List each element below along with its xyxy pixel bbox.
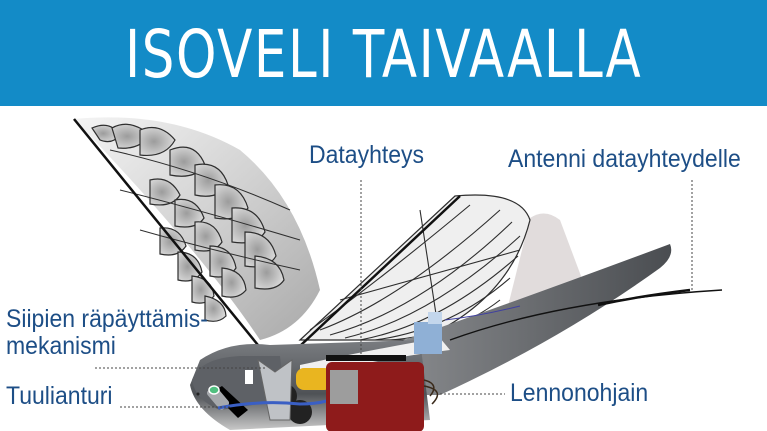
right-wing xyxy=(284,194,531,361)
title-banner: ISOVELI TAIVAALLA xyxy=(0,0,767,106)
drone-illustration xyxy=(73,117,723,431)
label-datayhteys: Datayhteys xyxy=(309,141,425,169)
left-wing xyxy=(73,117,320,351)
data-module xyxy=(414,312,442,354)
label-lennonohjain: Lennonohjain xyxy=(510,379,649,407)
label-line-2: mekanismi xyxy=(6,332,116,360)
antenna xyxy=(444,288,723,341)
label-tuulianturi: Tuulianturi xyxy=(6,382,113,410)
label-line-1: Siipien räpäyttämis- xyxy=(6,305,208,333)
leader-lines xyxy=(95,180,693,408)
flight-controller xyxy=(326,355,439,431)
label-siipien-rapayttamismekanismi: Siipien räpäyttämis- mekanismi xyxy=(6,306,208,360)
page-title: ISOVELI TAIVAALLA xyxy=(124,15,643,93)
label-antenni-datayhteydelle: Antenni datayhteydelle xyxy=(508,145,741,173)
